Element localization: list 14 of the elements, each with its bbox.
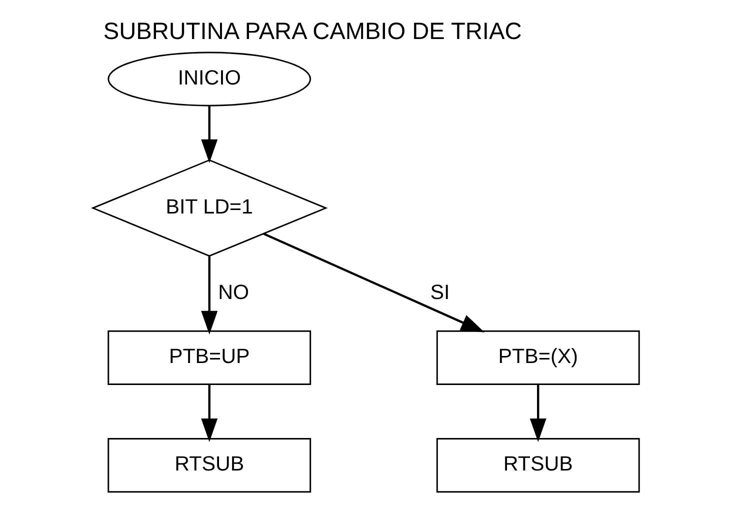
- node-box: PTB=(X): [436, 330, 640, 385]
- arrow: [200, 384, 218, 442]
- node-box: RTSUB: [436, 438, 640, 493]
- arrow: [200, 106, 218, 164]
- arrow: [262, 232, 484, 332]
- arrow: [200, 256, 218, 334]
- node-ellipse: INICIO: [107, 52, 311, 106]
- edge-label: SI: [430, 280, 450, 304]
- node-diamond: BIT LD=1: [90, 159, 328, 257]
- node-box: PTB=UP: [107, 330, 311, 385]
- edge-label: NO: [218, 280, 249, 304]
- diagram-title: SUBRUTINA PARA CAMBIO DE TRIAC: [102, 18, 522, 44]
- arrow: [529, 384, 546, 442]
- node-box: RTSUB: [107, 438, 311, 493]
